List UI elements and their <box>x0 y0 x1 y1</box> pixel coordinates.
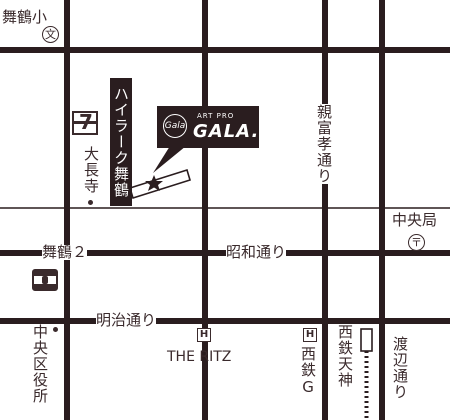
label-watanabe-dori: 渡辺通り <box>391 336 409 400</box>
label-oyafuko-dori: 親富孝通り <box>315 104 333 184</box>
label-meiji-dori: 明治通り <box>96 311 157 329</box>
label-the-ritz: THE RITZ <box>167 349 232 365</box>
gala-logo: Gala <box>163 114 187 138</box>
lawson-bar-bottom <box>34 284 56 289</box>
callout-pointer <box>153 146 186 173</box>
label-nishitetsu-g: 西鉄G <box>299 346 317 397</box>
seven-eleven-icon: 7 <box>72 110 98 135</box>
seven-eleven-number: 7 <box>79 110 93 134</box>
hotel-icon-nishitetsu: H <box>303 328 317 342</box>
star-icon <box>145 175 163 191</box>
hilark-maizuru-label: ハイラーク舞鶴 <box>110 78 132 206</box>
daichoji-marker <box>88 200 93 205</box>
gala-signboard: Gala ART PRO GALA. <box>157 106 259 148</box>
label-maizuru-elementary: 舞鶴小 <box>2 8 48 26</box>
gala-art-pro: ART PRO <box>197 112 235 120</box>
label-daichoji: 大長寺 <box>82 146 100 194</box>
label-nishitetsu-tenjin: 西鉄天神 <box>336 324 354 388</box>
nishitetsu-platform <box>360 328 373 352</box>
label-chuo-ward-office: 中央区役所 <box>31 324 49 404</box>
gala-name: GALA. <box>193 121 260 142</box>
lawson-jug <box>42 276 48 284</box>
lawson-icon <box>32 269 58 291</box>
label-maizuru-2: 舞鶴２ <box>42 243 88 261</box>
post-office-icon: 〒 <box>408 234 425 251</box>
chuo-ward-office-marker <box>53 327 58 332</box>
lawson-bar-top <box>34 271 56 276</box>
label-showa-dori: 昭和通り <box>226 243 287 261</box>
label-chuo-post-office: 中央局 <box>392 211 438 229</box>
school-icon: 文 <box>42 26 59 43</box>
hotel-icon-ritz: H <box>197 328 211 342</box>
gala-building <box>129 168 191 200</box>
seven-eleven-stripe <box>74 121 96 124</box>
